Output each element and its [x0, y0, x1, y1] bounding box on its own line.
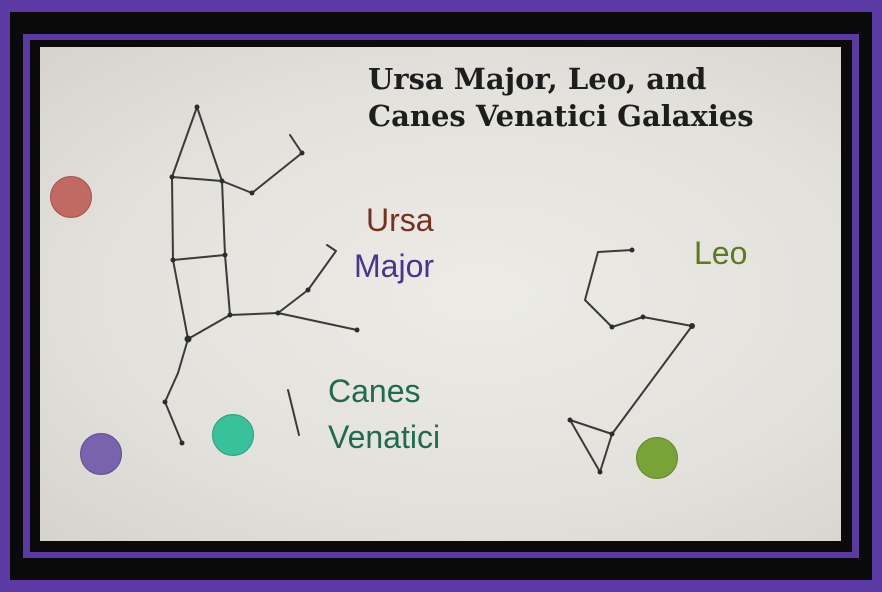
ursa-major-tail — [278, 245, 336, 313]
ursa-major-label-line-1: Ursa — [366, 202, 434, 238]
leo-galaxy-dot[interactable] — [636, 437, 678, 479]
ursa-major-galaxy-dot[interactable] — [50, 176, 92, 218]
leo-mane — [585, 250, 692, 327]
canes-venatici-label-line-1: Canes — [328, 373, 421, 409]
canes-venatici-line — [288, 390, 299, 435]
ursa-major-back — [188, 313, 357, 339]
purple-galaxy-dot[interactable] — [80, 433, 122, 475]
page-title: Ursa Major, Leo, and Canes Venatici Gala… — [368, 61, 754, 135]
ursa-major-label-line-2: Major — [354, 248, 434, 284]
ursa-major-body-right — [222, 181, 230, 315]
sketch-paper: Ursa Major, Leo, and Canes Venatici Gala… — [40, 47, 841, 541]
ursa-major-neck — [222, 135, 302, 193]
canes-venatici-galaxy-dot[interactable] — [212, 414, 254, 456]
canes-venatici-label-line-2: Venatici — [328, 419, 440, 455]
ursa-major-head — [172, 107, 222, 181]
title-line-1: Ursa Major, Leo, and — [368, 62, 706, 96]
ursa-major-body-middle — [173, 255, 225, 260]
leo-label: Leo — [694, 235, 747, 271]
ursa-major-leg — [165, 339, 188, 443]
title-line-2: Canes Venatici Galaxies — [368, 99, 754, 133]
